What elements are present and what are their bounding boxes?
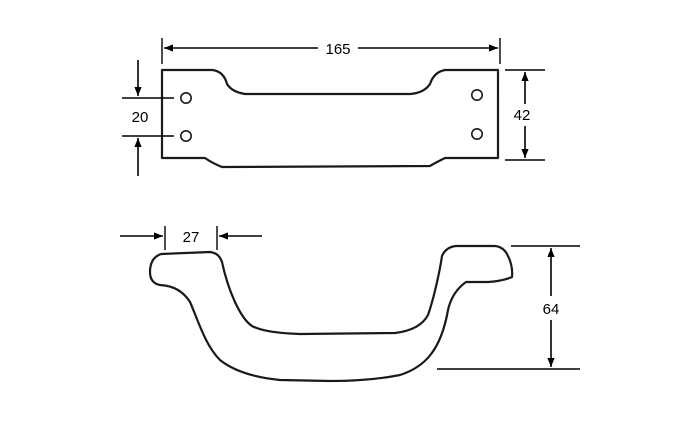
foot-width-label: 27 xyxy=(183,229,200,246)
side-view: 27 64 xyxy=(120,226,580,383)
mounting-hole-top-right xyxy=(470,89,483,102)
dimension-handle-height: 64 xyxy=(437,245,580,370)
side-view-handle-outline xyxy=(148,244,514,383)
dimension-foot-width: 27 xyxy=(120,226,262,250)
handle-height-label: 64 xyxy=(543,301,560,318)
dimension-hole-spacing: 20 xyxy=(122,60,174,176)
mounting-hole-top-left xyxy=(180,92,193,105)
overall-length-label: 165 xyxy=(325,41,350,58)
hole-spacing-label: 20 xyxy=(132,109,149,126)
top-view-plate-outline xyxy=(160,68,500,169)
mounting-hole-bottom-left xyxy=(180,130,193,143)
mounting-hole-bottom-right xyxy=(470,128,483,141)
dimension-plate-height: 42 xyxy=(505,69,545,161)
plate-height-label: 42 xyxy=(514,107,531,124)
dimension-overall-length: 165 xyxy=(161,38,501,64)
top-view: 165 42 20 xyxy=(122,38,545,176)
